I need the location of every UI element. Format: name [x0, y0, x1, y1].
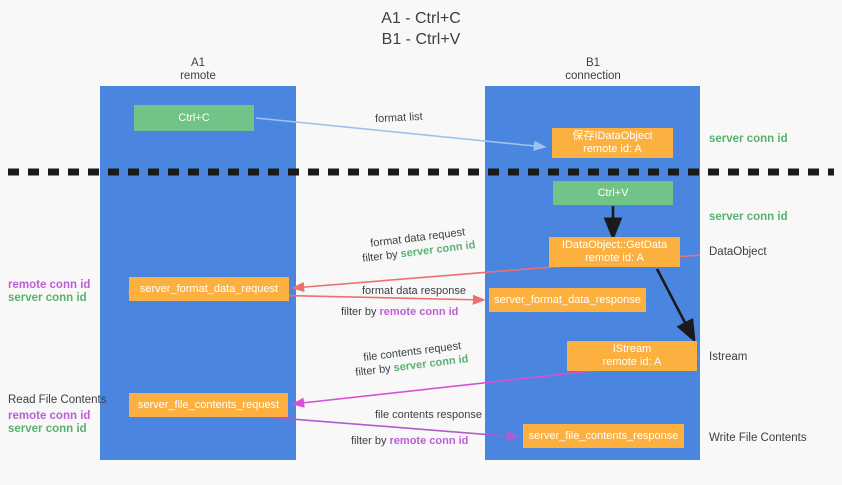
filter-by-text: filter by	[354, 362, 392, 379]
box-server-file-contents-request[interactable]: server_file_contents_request	[129, 393, 288, 417]
box-server-format-data-request[interactable]: server_format_data_request	[129, 277, 289, 301]
box-istream[interactable]: IStream remote id: A	[567, 341, 697, 371]
label-server-conn-id: server conn id	[8, 423, 87, 435]
wire-label-file-contents-response: file contents response	[375, 409, 483, 421]
label-server-conn-id: server conn id	[8, 292, 87, 304]
box-idataobject[interactable]: 保存IDataObject remote id: A	[552, 128, 673, 158]
box-server-file-contents-response[interactable]: server_file_contents_response	[523, 424, 684, 448]
filter-remote-conn-id: remote conn id	[379, 306, 459, 318]
label-istream: Istream	[709, 351, 748, 363]
label-server-conn-id-second: server conn id	[709, 211, 788, 223]
box-idataobject-getdata[interactable]: IDataObject::GetData remote id: A	[549, 237, 680, 267]
column-header-b1: B1 connection	[565, 57, 621, 82]
filter-by-text: filter by	[341, 306, 377, 318]
box-ctrl-c[interactable]: Ctrl+C	[134, 105, 254, 131]
column-header-a1: A1 remote	[180, 57, 216, 82]
label-read-file-contents: Read File Contents	[8, 394, 107, 406]
filter-remote-conn-id: remote conn id	[389, 435, 469, 447]
filter-by-text: filter by	[351, 435, 387, 447]
wire-label-filter-remote-lower: filter by remote conn id	[351, 434, 468, 448]
label-server-conn-id-top: server conn id	[709, 133, 788, 145]
wire-label-format-data-response: format data response	[362, 285, 466, 297]
label-write-file-contents: Write File Contents	[709, 432, 807, 444]
page-title: A1 - Ctrl+C B1 - Ctrl+V	[381, 10, 461, 48]
label-remote-conn-id: remote conn id	[8, 410, 91, 422]
box-ctrl-v[interactable]: Ctrl+V	[553, 181, 673, 205]
wire-label-format-list: format list	[374, 110, 423, 126]
label-remote-conn-id: remote conn id	[8, 279, 91, 291]
label-dataobject: DataObject	[709, 246, 767, 258]
wire-label-filter-remote-upper: filter by remote conn id	[341, 305, 458, 319]
label-left-conn-ids-upper: remote conn id server conn id	[8, 279, 90, 305]
label-left-conn-ids-lower: remote conn id server conn id	[8, 410, 90, 436]
box-server-format-data-response[interactable]: server_format_data_response	[489, 288, 646, 312]
filter-by-text: filter by	[361, 248, 399, 265]
